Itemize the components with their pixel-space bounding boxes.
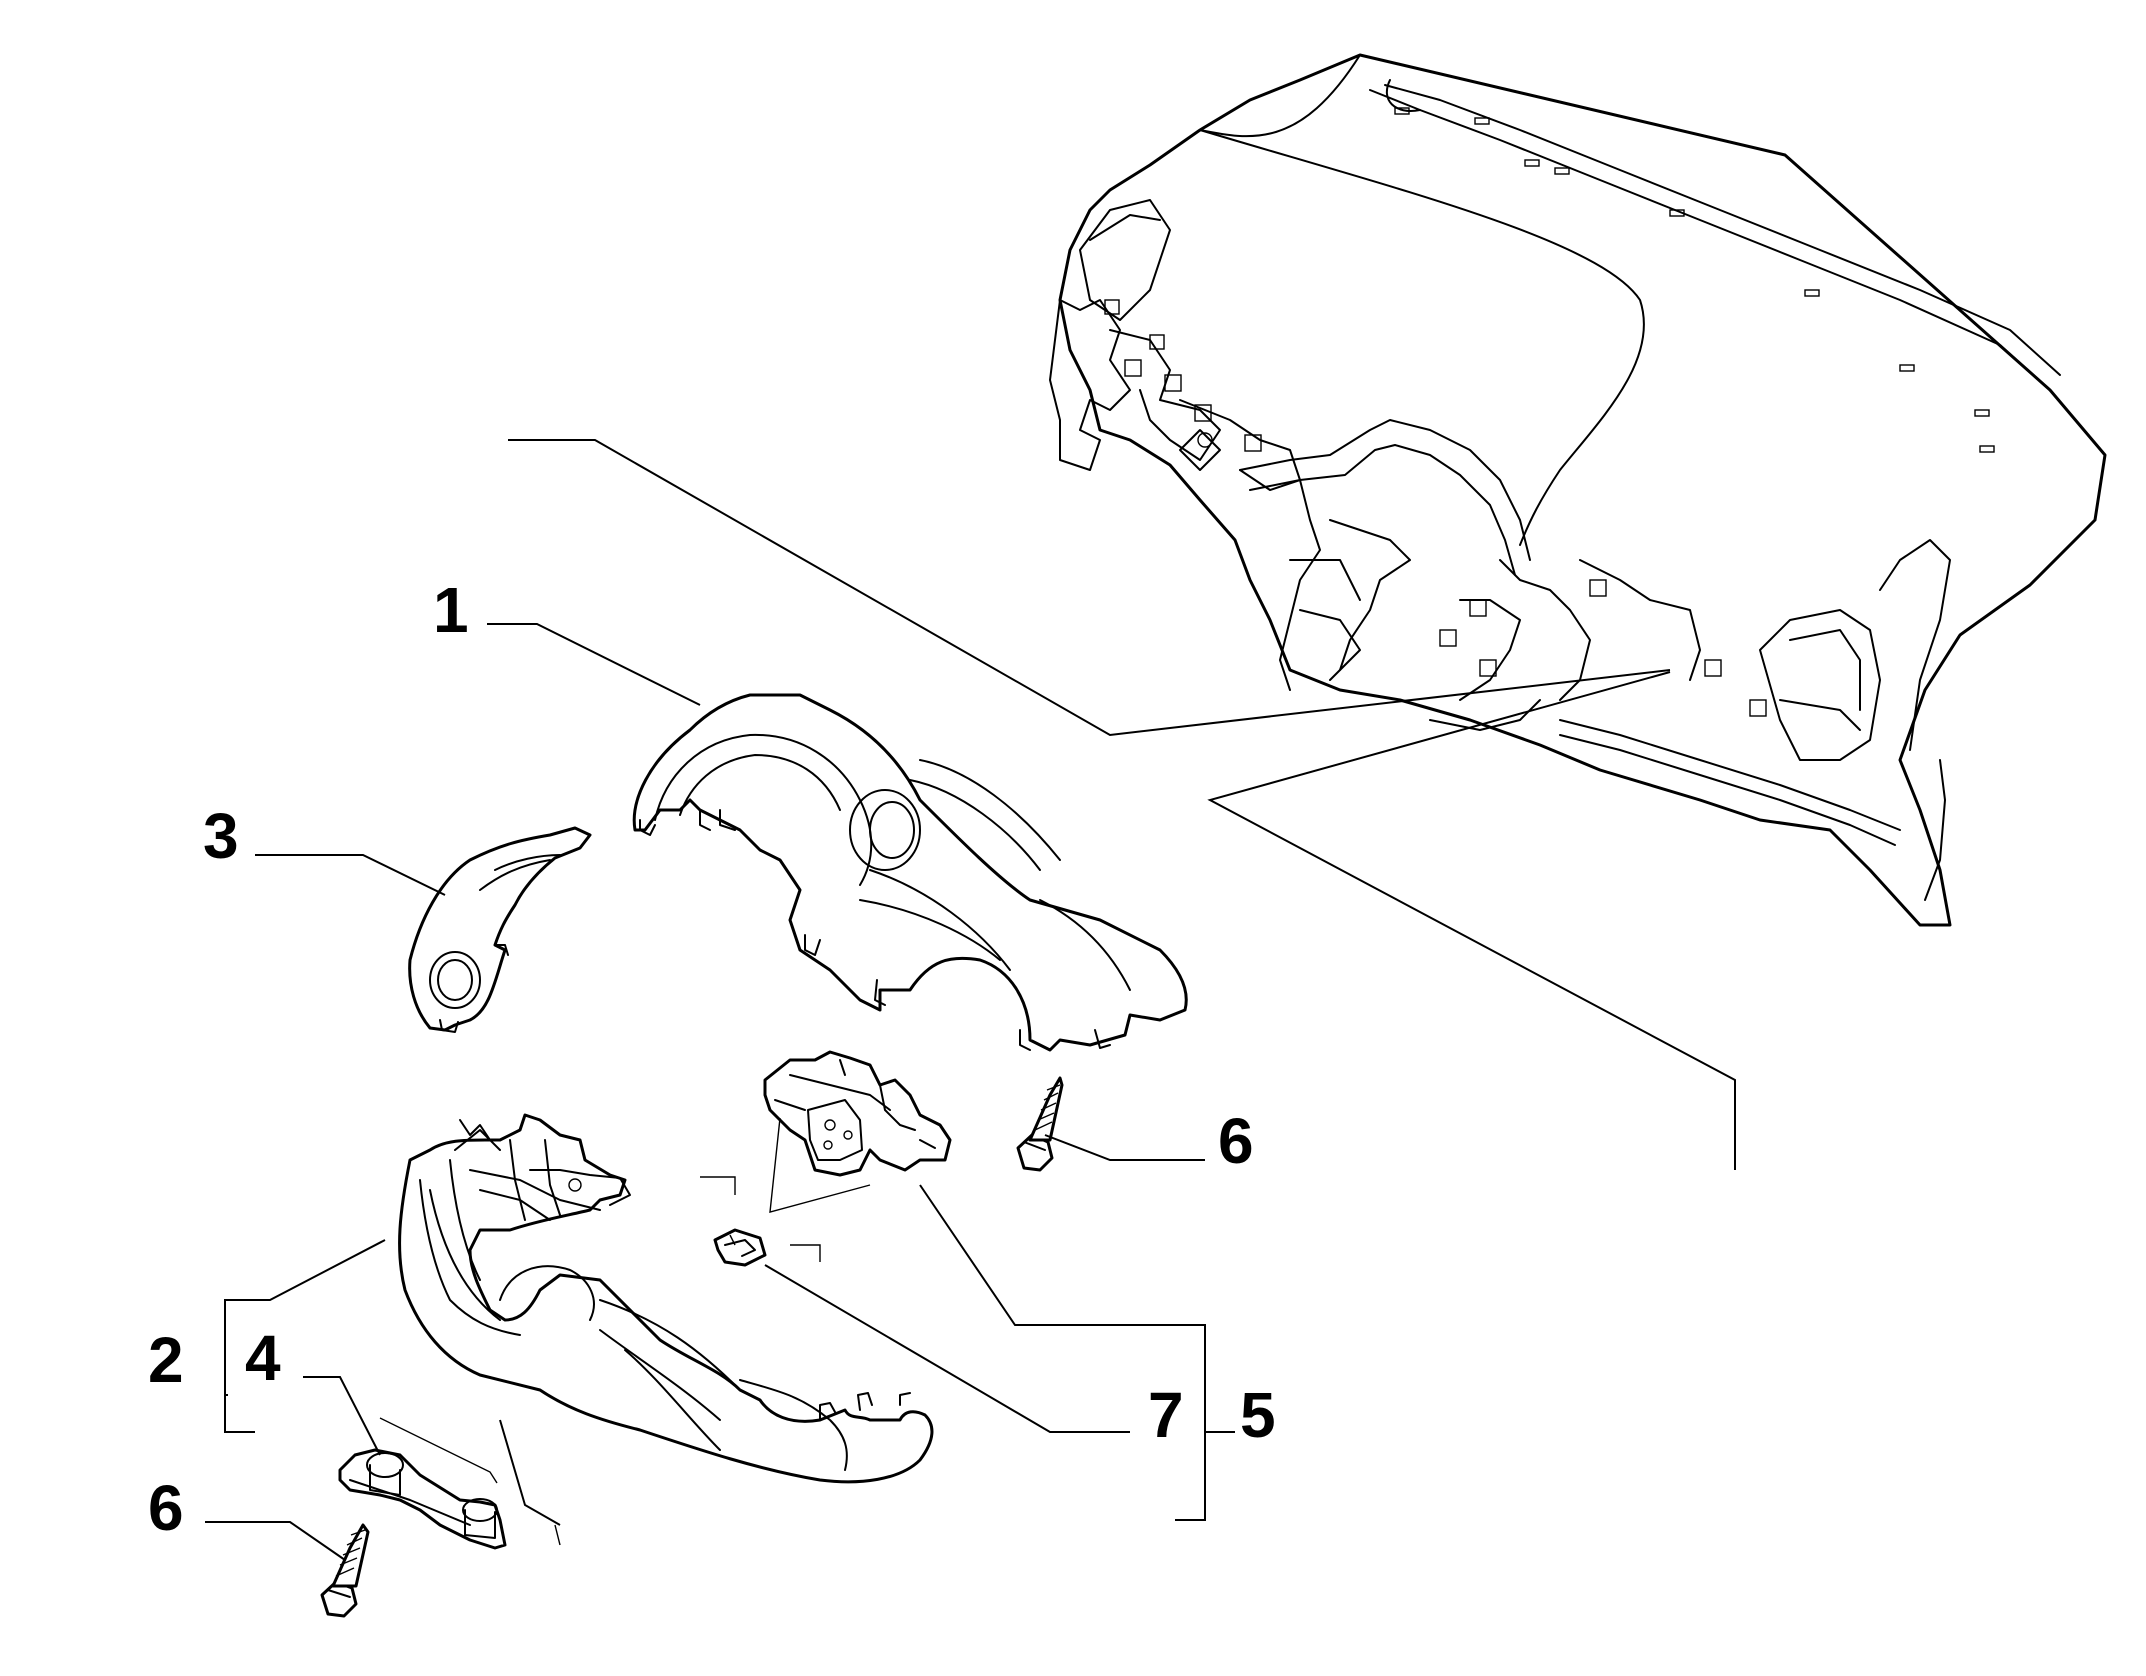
self-tapping-screw-right <box>1016 1076 1064 1172</box>
callout-3: 3 <box>203 800 239 872</box>
upper-steering-column-shroud <box>632 693 1188 1052</box>
dashboard-frame-context <box>1049 53 2107 927</box>
leader-6-right <box>1044 1134 1205 1161</box>
column-mounting-bracket-assembly <box>700 1050 952 1262</box>
callout-2: 2 <box>148 1324 184 1396</box>
shroud-clip-bracket <box>338 1417 561 1550</box>
spring-nut-clip <box>713 1228 767 1267</box>
leader-7 <box>764 1264 1130 1433</box>
bracket-2 <box>224 1395 255 1433</box>
leader-5 <box>919 1184 1206 1521</box>
leader-4b <box>499 1419 561 1526</box>
shroud-trim-ring <box>408 826 592 1033</box>
callout-6-right: 6 <box>1218 1105 1254 1177</box>
callout-6-left: 6 <box>148 1472 184 1544</box>
leader-6-left <box>205 1521 346 1561</box>
callout-5: 5 <box>1240 1379 1276 1451</box>
self-tapping-screw-left <box>320 1523 370 1618</box>
leader-4 <box>303 1376 381 1456</box>
callout-7: 7 <box>1148 1379 1184 1451</box>
callout-4: 4 <box>245 1322 281 1394</box>
callout-1: 1 <box>433 574 469 646</box>
dashboard-leader-lines <box>508 439 1736 1170</box>
leader-3 <box>255 854 446 896</box>
lower-steering-column-shroud <box>398 1113 934 1484</box>
leader-1 <box>487 623 701 706</box>
